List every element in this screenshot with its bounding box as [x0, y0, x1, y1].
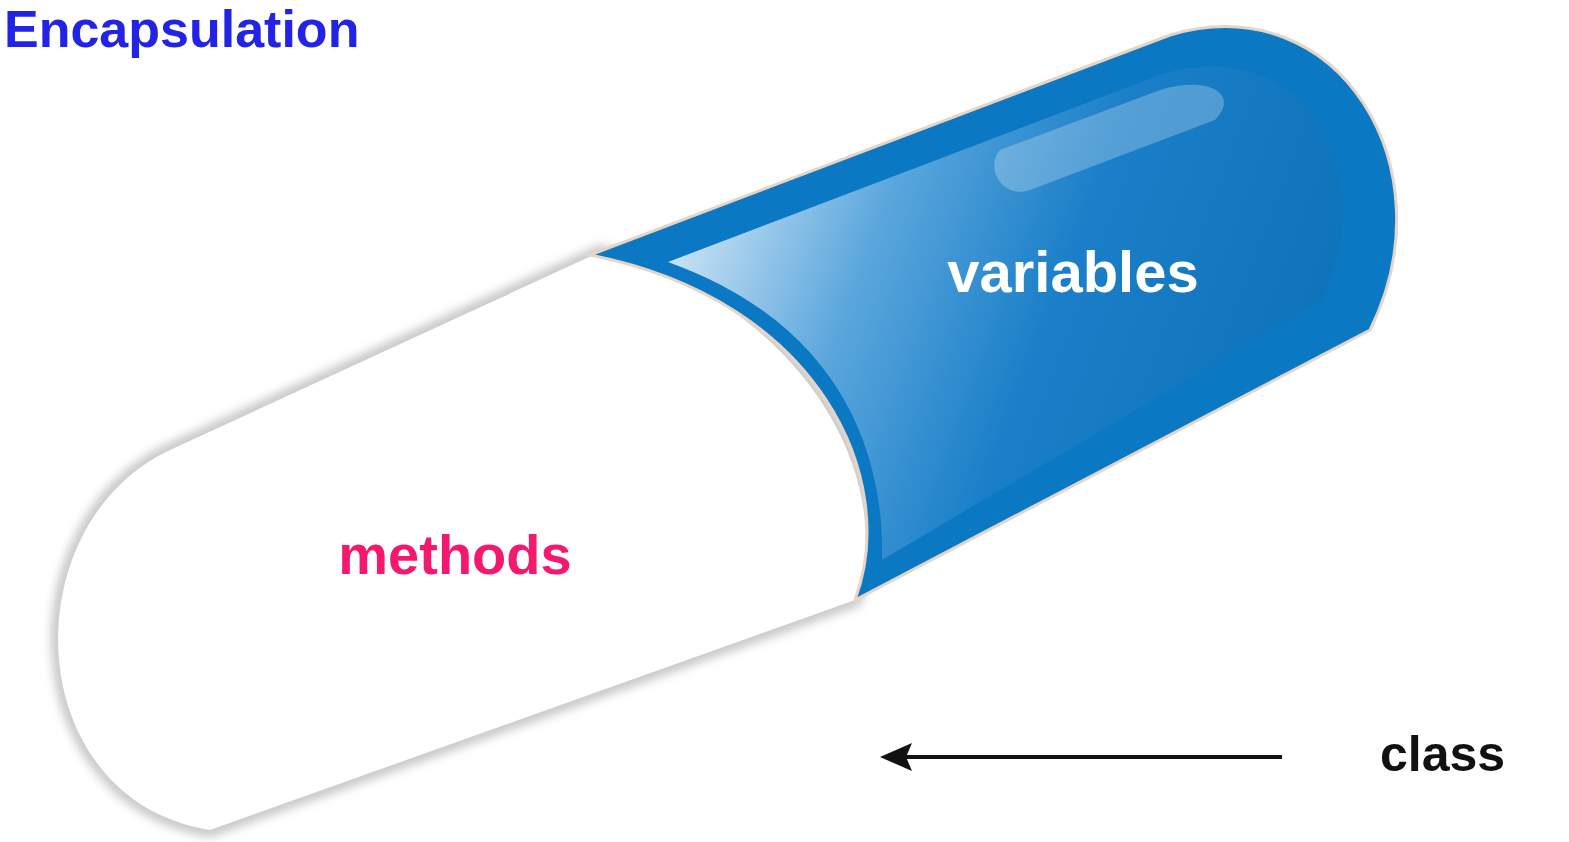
diagram-title: Encapsulation: [4, 0, 359, 60]
pointer-head: [880, 743, 912, 771]
label-text: class: [1380, 726, 1505, 784]
methods-region: methods: [326, 517, 583, 593]
capsule-blue-inner: [668, 66, 1343, 560]
node-text: variables: [947, 239, 1199, 306]
variables-region: variables: [935, 233, 1211, 312]
pointer-label: class: [1380, 726, 1505, 784]
node-text: methods: [338, 523, 571, 587]
pointer-line: [905, 755, 1282, 759]
capsule-highlight: [994, 85, 1224, 192]
capsule-white-half: [58, 252, 866, 830]
title-text: Encapsulation: [4, 0, 359, 60]
capsule-white-shadow: [58, 252, 866, 830]
capsule-blue-half: [590, 27, 1397, 600]
